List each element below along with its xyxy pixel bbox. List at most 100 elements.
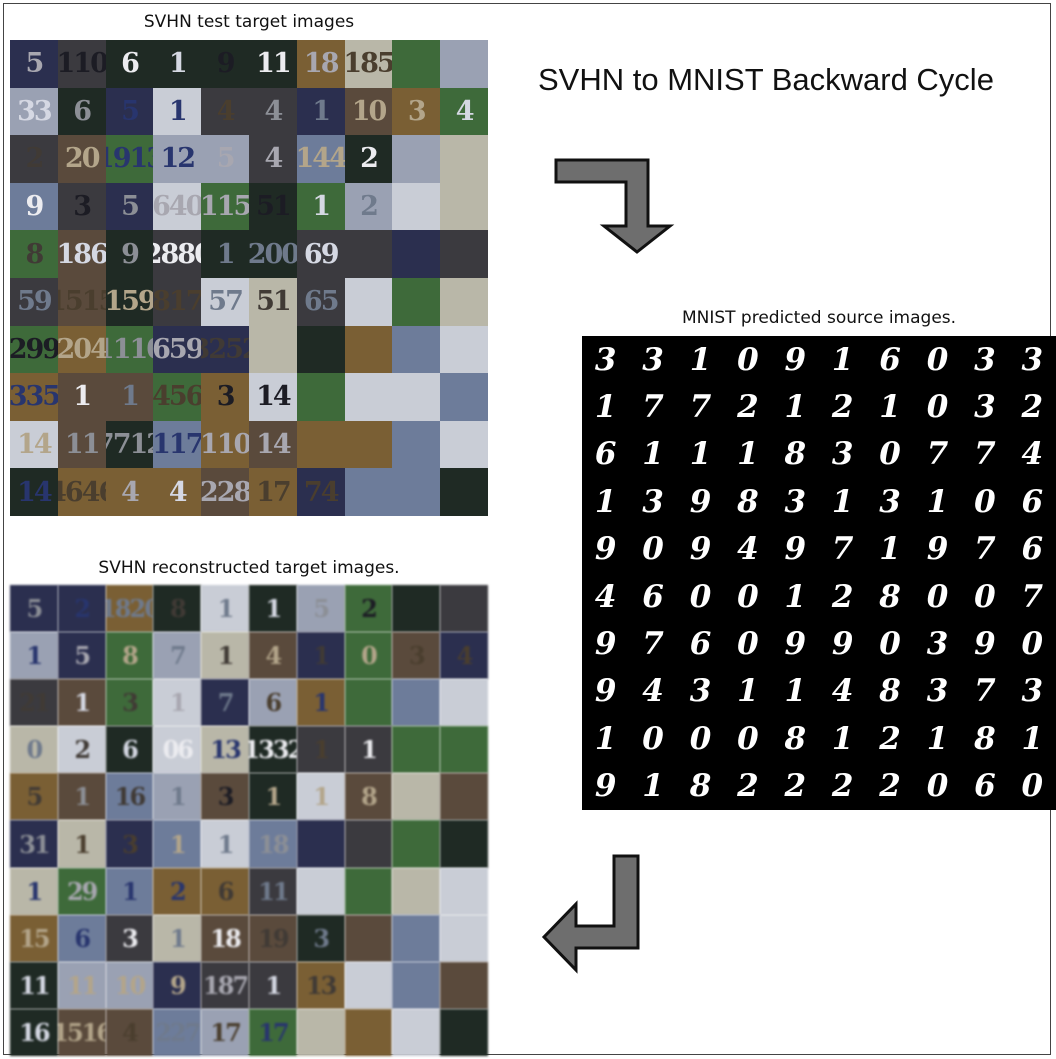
svhn-test-image: 3 — [201, 373, 249, 421]
svhn-reconstructed-image: 1 — [296, 679, 345, 727]
svhn-test-image — [392, 373, 441, 421]
mnist-digit: 3 — [879, 483, 901, 520]
svhn-test-image-grid: 5211006191118185336514411034220191312541… — [10, 40, 488, 516]
svhn-test-image — [248, 325, 297, 374]
svhn-reconstructed-image: 1 — [248, 773, 297, 821]
svhn-test-image: 110 — [201, 420, 249, 469]
svhn-reconstructed-image-digits: 17 — [258, 1017, 289, 1047]
mnist-digit: 9 — [784, 531, 807, 568]
svhn-reconstructed-image: 6 — [57, 914, 106, 962]
svhn-test-image-digits: 1 — [73, 381, 92, 413]
mnist-digit: 0 — [737, 341, 759, 378]
svhn-reconstructed-image: 3 — [105, 820, 154, 868]
svhn-reconstructed-image-digits: 29 — [66, 876, 98, 906]
mnist-digit: 3 — [974, 389, 996, 426]
mnist-digit: 1 — [689, 436, 712, 473]
svhn-test-image-digits: 10 — [351, 95, 388, 127]
svhn-reconstructed-image: 4 — [248, 632, 297, 680]
svhn-test-image: 14 — [248, 373, 297, 421]
svhn-test-image: 3 — [57, 182, 106, 231]
svhn-reconstructed-image-digits: 2 — [169, 876, 187, 906]
svhn-test-image-digits: 2 — [360, 143, 379, 175]
svhn-reconstructed-image: 3 — [296, 914, 345, 962]
mnist-digit: 2 — [831, 768, 854, 805]
svhn-reconstructed-image-digits: 8 — [122, 641, 139, 671]
svhn-test-image: 177122 — [105, 420, 154, 469]
svhn-reconstructed-image-digits: 13 — [305, 970, 337, 1000]
svhn-reconstructed-image — [440, 867, 488, 915]
mnist-digit: 1 — [1021, 720, 1044, 757]
svhn-reconstructed-image: 1 — [105, 867, 154, 915]
svhn-test-image — [344, 325, 393, 374]
svhn-test-image-digits: 12 — [160, 143, 197, 175]
svhn-reconstructed-image-digits: 9 — [169, 970, 187, 1000]
mnist-digit: 8 — [879, 673, 901, 710]
mnist-digit: 3 — [926, 673, 949, 710]
svhn-test-image-digits: 9 — [121, 238, 140, 270]
svhn-test-image-digits: 74 — [303, 476, 340, 508]
svhn-test-image: 5 — [105, 182, 154, 231]
svhn-test-image — [392, 135, 441, 183]
mnist-digit: 6 — [1021, 483, 1044, 520]
svhn-test-image-digits: 6 — [121, 48, 140, 80]
svhn-reconstructed-image-digits: 0 — [361, 641, 378, 671]
svhn-test-image-digits: 4646 — [58, 476, 106, 508]
svhn-reconstructed-image-digits: 31 — [19, 829, 50, 859]
mnist-digit: 1 — [926, 720, 949, 757]
svhn-reconstructed-image: 31 — [10, 820, 58, 868]
mnist-digit: 2 — [1021, 389, 1044, 426]
mnist-digit: 7 — [831, 531, 854, 568]
svhn-reconstructed-image: 6 — [105, 726, 154, 774]
mnist-digit: 7 — [642, 626, 664, 663]
svhn-test-image: 200 — [248, 230, 297, 278]
svhn-test-image-digits: 186 — [57, 238, 106, 270]
svhn-test-image-digits: 228 — [201, 476, 249, 508]
mnist-digit: 8 — [689, 768, 712, 805]
mnist-digit: 1 — [784, 389, 807, 426]
svhn-test-image: 14 — [10, 468, 58, 516]
mnist-digit: 3 — [642, 483, 664, 520]
svhn-test-image: 8 — [10, 230, 58, 278]
arrow-bottom-shape — [541, 854, 640, 974]
mnist-digit: 2 — [831, 578, 854, 615]
svhn-test-image — [440, 277, 488, 326]
svhn-reconstructed-image: 7 — [201, 679, 249, 727]
svhn-reconstructed-image-digits: 1 — [313, 735, 330, 765]
mnist-digit: 0 — [926, 341, 949, 378]
mnist-digit: 0 — [1021, 768, 1044, 805]
svhn-reconstructed-image — [344, 914, 393, 962]
svhn-test-image-digits: 8 — [25, 238, 45, 270]
svhn-test-image — [296, 325, 345, 374]
svhn-reconstructed-image — [440, 914, 488, 962]
svhn-reconstructed-image: 1 — [153, 679, 202, 727]
svhn-test-image — [392, 277, 441, 326]
svhn-test-image: 6 — [105, 40, 154, 88]
svhn-test-image-digits: 1 — [121, 381, 140, 413]
mnist-digit: 3 — [784, 483, 807, 520]
svhn-reconstructed-image — [392, 679, 441, 727]
svhn-test-image: 5 — [105, 87, 154, 136]
svhn-reconstructed-image-digits: 1 — [26, 641, 44, 671]
svhn-reconstructed-image-digits: 11 — [66, 970, 98, 1000]
svhn-test-image-digits: 3 — [73, 191, 92, 223]
svhn-reconstructed-image-digits: 3 — [217, 782, 235, 812]
mnist-digit: 6 — [689, 626, 712, 663]
mnist-digit: 9 — [926, 531, 949, 568]
mnist-digit: 3 — [642, 341, 664, 378]
mnist-digit: 9 — [974, 626, 996, 663]
svhn-test-image: 204 — [57, 325, 106, 374]
svhn-test-image: 299 — [10, 325, 58, 374]
svhn-reconstructed-image-digits: 3 — [122, 923, 139, 953]
svhn-test-image-digits: 640 — [153, 191, 202, 223]
mnist-digit: 1 — [594, 720, 617, 757]
svhn-reconstructed-image-digits: 1 — [217, 829, 235, 859]
svhn-reconstructed-image-digits: 11 — [19, 970, 50, 1000]
mnist-digit: 0 — [926, 768, 949, 805]
svhn-reconstructed-image-digits: 227 — [155, 1017, 201, 1047]
svhn-test-image: 159 — [105, 277, 154, 326]
svhn-test-image — [344, 277, 393, 326]
svhn-test-image-digits: 115 — [201, 191, 249, 223]
svhn-test-image — [392, 40, 441, 88]
mnist-digit: 1 — [831, 341, 854, 378]
